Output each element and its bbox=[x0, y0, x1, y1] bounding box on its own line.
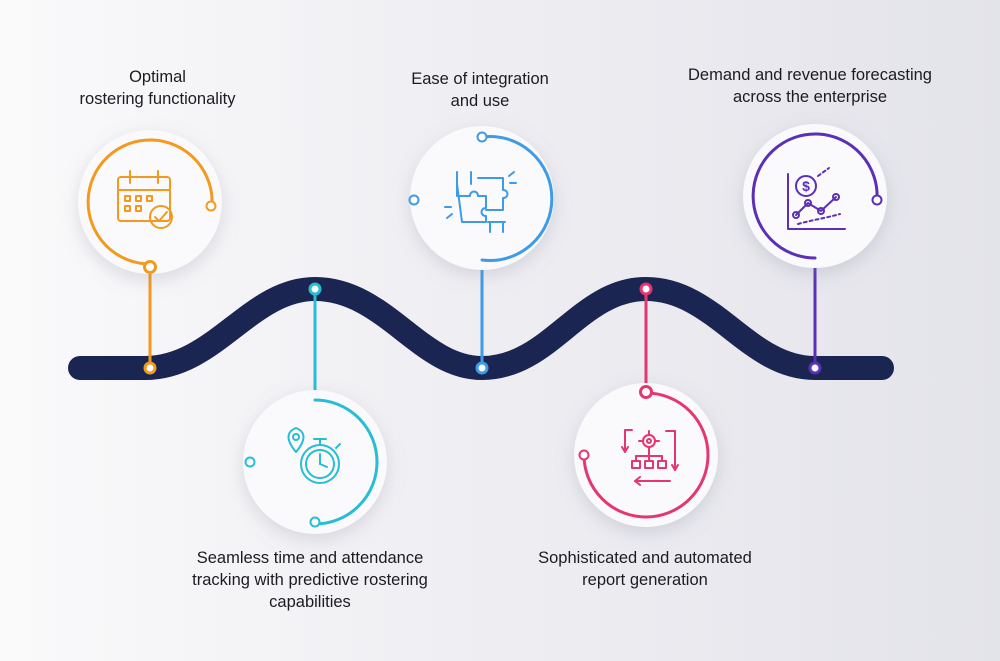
milestone-label: Ease of integration and use bbox=[370, 68, 590, 112]
label-line: report generation bbox=[582, 571, 708, 589]
label-line: and use bbox=[450, 92, 510, 110]
milestone-rostering bbox=[78, 130, 222, 375]
gear-flowchart-icon bbox=[621, 429, 679, 486]
label-line: across the enterprise bbox=[732, 88, 888, 106]
progress-arc bbox=[582, 391, 710, 519]
milestone-label: Seamless time and attendance tracking wi… bbox=[150, 547, 470, 613]
label-line: Ease of integration bbox=[411, 70, 549, 88]
calendar-check-icon bbox=[117, 170, 173, 229]
location-stopwatch-icon bbox=[287, 427, 341, 484]
label-line: rostering functionality bbox=[79, 90, 236, 108]
label-line: Demand and revenue forecasting bbox=[688, 66, 932, 84]
milestone-integration bbox=[408, 126, 554, 375]
arc-end-dot bbox=[578, 449, 590, 461]
connector-node-bottom bbox=[639, 385, 653, 399]
progress-arc bbox=[480, 135, 554, 262]
dollar-trend-chart-icon bbox=[787, 167, 846, 230]
arc-end-dot bbox=[309, 516, 321, 528]
milestone-time-attendance bbox=[243, 282, 387, 534]
progress-arc bbox=[751, 132, 879, 260]
arc-end-dot bbox=[871, 194, 883, 206]
dollar-glyph: $ bbox=[802, 178, 810, 194]
path-node bbox=[308, 282, 322, 296]
path-node bbox=[639, 282, 653, 296]
arc-end-dot bbox=[408, 194, 420, 206]
path-node bbox=[143, 361, 157, 375]
arc-end-dot bbox=[205, 200, 217, 212]
milestone-circle bbox=[743, 124, 887, 268]
label-line: tracking with predictive rostering bbox=[192, 571, 428, 589]
label-line: Seamless time and attendance bbox=[196, 549, 424, 567]
milestone-circle bbox=[243, 390, 387, 534]
path-node bbox=[808, 361, 822, 375]
arc-end-dot bbox=[244, 456, 256, 468]
progress-arc bbox=[313, 398, 379, 526]
milestone-label: Sophisticated and automated report gener… bbox=[495, 547, 795, 591]
milestone-label: Optimal rostering functionality bbox=[40, 66, 275, 110]
puzzle-handshake-icon bbox=[444, 171, 517, 233]
label-line: capabilities bbox=[269, 593, 351, 611]
milestone-report-generation bbox=[574, 282, 718, 527]
milestone-forecasting: $ bbox=[743, 124, 887, 375]
milestone-circle bbox=[410, 126, 554, 270]
arc-end-dot bbox=[476, 131, 488, 143]
progress-arc bbox=[86, 138, 214, 266]
label-line: Optimal bbox=[129, 68, 186, 86]
milestone-label: Demand and revenue forecasting across th… bbox=[645, 64, 975, 108]
connector-node-top bbox=[143, 260, 157, 274]
label-line: Sophisticated and automated bbox=[538, 549, 752, 567]
path-node bbox=[475, 361, 489, 375]
